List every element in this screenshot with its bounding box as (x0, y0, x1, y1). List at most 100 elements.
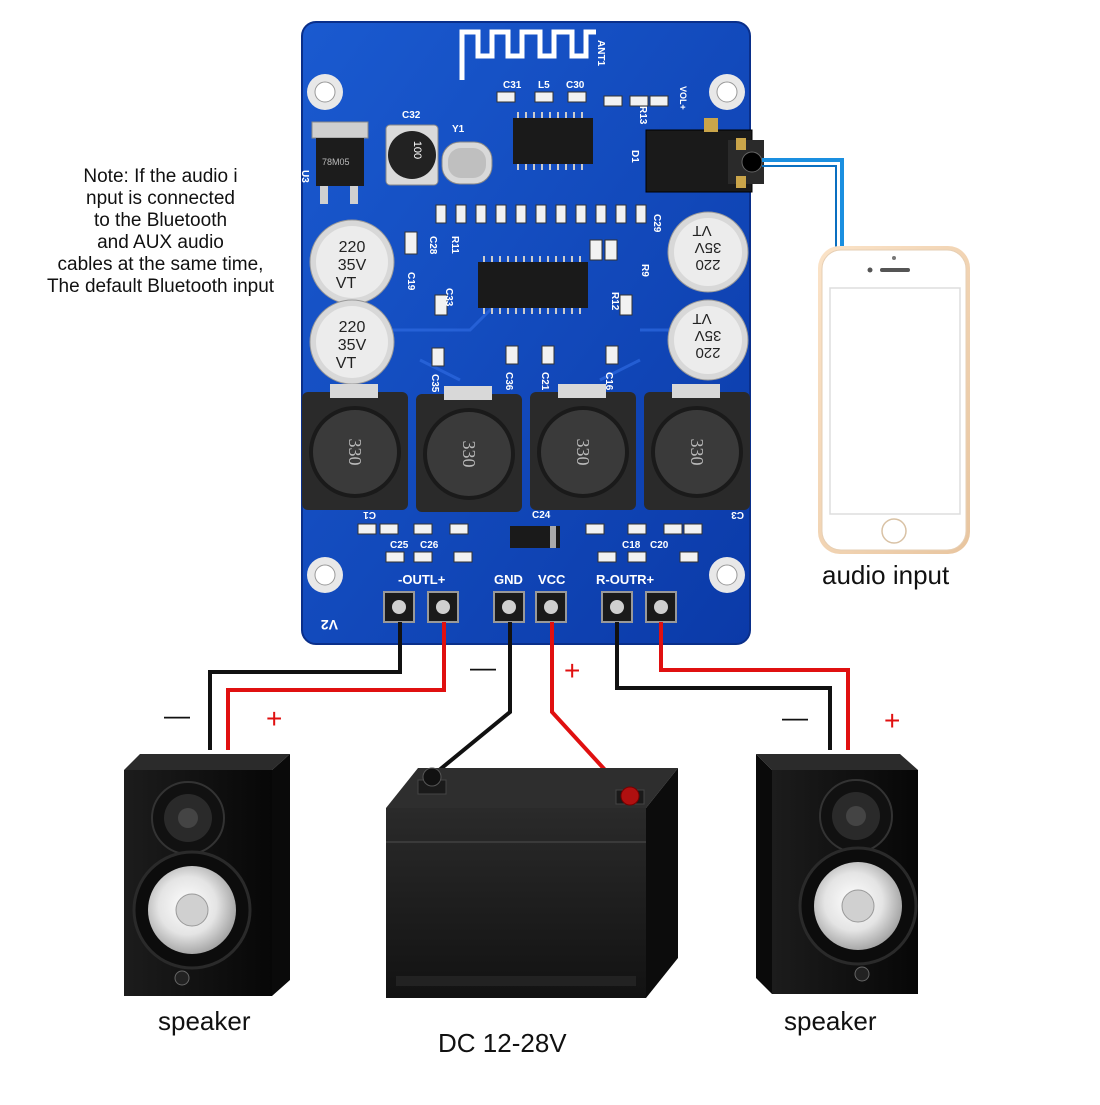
polarity-center-plus: + (564, 655, 580, 686)
ref-c3: C16 (603, 372, 614, 391)
cap-brand: VT (692, 310, 711, 327)
cap-small-value: 100 (411, 141, 423, 159)
ref-c30: C30 (566, 80, 585, 91)
cap-brand: VT (336, 355, 357, 372)
inductor-marking: 330 (459, 441, 479, 468)
ref-c21: C35 (429, 374, 440, 393)
smartphone (818, 246, 970, 554)
inductor: 330 (302, 384, 408, 510)
battery (386, 767, 678, 998)
polarity-center-minus: — (470, 652, 496, 682)
inductor-marking: 330 (573, 439, 593, 466)
terminal-pads (383, 591, 677, 623)
polarity-left-minus: — (164, 700, 190, 730)
mounting-hole (709, 557, 745, 593)
ref-c24: C25 (390, 540, 409, 551)
ref-c1: C21 (539, 372, 550, 391)
note-text: Note: If the audio i nput is connected t… (8, 166, 313, 298)
ref-c36: R12 (609, 292, 620, 311)
note-line: to the Bluetooth (93, 210, 228, 231)
ref-c29: D1 (629, 150, 640, 163)
cap-value: 220 (695, 344, 720, 361)
terminal-label-gnd: GND (494, 572, 523, 587)
aux-cable (762, 158, 844, 250)
woofer (798, 846, 918, 966)
amplifier-board: ANT1 C31 L5 C30 VOL+ Y1 (299, 21, 764, 645)
terminal-label-vcc: VCC (538, 572, 566, 587)
small-electrolytic-capacitor: 100 (385, 124, 439, 186)
ref-c31: C31 (503, 80, 522, 91)
inductor: 330 (530, 384, 636, 510)
inductor: 330 (644, 384, 750, 510)
wire-vcc (550, 622, 630, 797)
ref-c19: R11 (449, 236, 460, 254)
tweeter (151, 781, 225, 855)
amplifier-chip (478, 256, 588, 314)
cap-brand: VT (336, 275, 357, 292)
terminal-label-outr: R-OUTR+ (596, 572, 655, 587)
aux-audio-jack (645, 118, 764, 193)
speaker-left (124, 754, 290, 996)
polarity-right-minus: — (782, 702, 808, 732)
note-line: and AUX audio (97, 232, 224, 253)
ref-l4: C1 (363, 509, 376, 520)
note-line: Note: If the audio i (83, 166, 238, 187)
ref-c35: C33 (443, 288, 454, 307)
electrolytic-capacitor: 220 35V VT (309, 219, 395, 305)
battery-voltage-label: DC 12-28V (438, 1028, 567, 1058)
cap-voltage: 35V (338, 257, 367, 274)
audio-input-label: audio input (822, 560, 950, 590)
woofer (132, 850, 252, 970)
cap-voltage: 35V (338, 337, 367, 354)
ref-l5: L5 (538, 80, 550, 91)
cap-value: 220 (339, 319, 366, 336)
mounting-hole (307, 557, 343, 593)
ref-d2: C24 (532, 510, 551, 521)
ref-c23: C26 (420, 540, 439, 551)
note-line: The default Bluetooth input (46, 276, 275, 297)
polarity-right-plus: + (884, 705, 900, 736)
wire-left-positive (226, 622, 446, 750)
tweeter (819, 779, 893, 853)
wire-right-positive (659, 622, 850, 750)
led-label: VOL+ (678, 86, 688, 110)
ref-c10: C18 (622, 540, 641, 551)
mounting-hole (709, 74, 745, 110)
ref-r12: C19 (405, 272, 416, 291)
ref-78m05: 78M05 (322, 157, 350, 167)
inductor-marking: 330 (687, 439, 707, 466)
wires (208, 158, 850, 797)
inductor-marking: 330 (345, 439, 365, 466)
positive-terminal (615, 786, 645, 806)
ref-r9: C28 (427, 236, 438, 255)
electrolytic-capacitor: 220 35V VT (667, 299, 749, 381)
cap-value: 220 (695, 256, 720, 273)
ref-u3: U3 (299, 170, 310, 183)
polarity-left-plus: + (266, 703, 282, 734)
note-line: nput is connected (86, 188, 235, 209)
ref-r13: R13 (637, 106, 648, 125)
ref-c33: R9 (639, 264, 650, 277)
ref-y1: Y1 (452, 124, 465, 135)
ref-r11: C29 (651, 214, 662, 233)
crystal-oscillator (441, 141, 493, 185)
antenna-label: ANT1 (595, 40, 606, 67)
board-version: V2 (321, 617, 338, 633)
terminal-label-outl: -OUTL+ (398, 572, 446, 587)
bluetooth-chip (513, 112, 593, 170)
inductor: 330 (416, 386, 522, 512)
wire-gnd (430, 622, 512, 778)
diode-d2 (510, 526, 560, 548)
ref-c7: C20 (650, 540, 669, 551)
cap-brand: VT (692, 222, 711, 239)
ref-l1: C3 (731, 509, 744, 520)
ref-c32: C32 (402, 110, 421, 121)
ref-c16: C36 (503, 372, 514, 391)
wire-right-negative (615, 622, 832, 750)
cap-value: 220 (339, 239, 366, 256)
speaker-left-label: speaker (158, 1006, 251, 1036)
antenna-trace (459, 29, 596, 80)
note-line: cables at the same time, (57, 254, 264, 275)
negative-terminal (417, 767, 447, 795)
